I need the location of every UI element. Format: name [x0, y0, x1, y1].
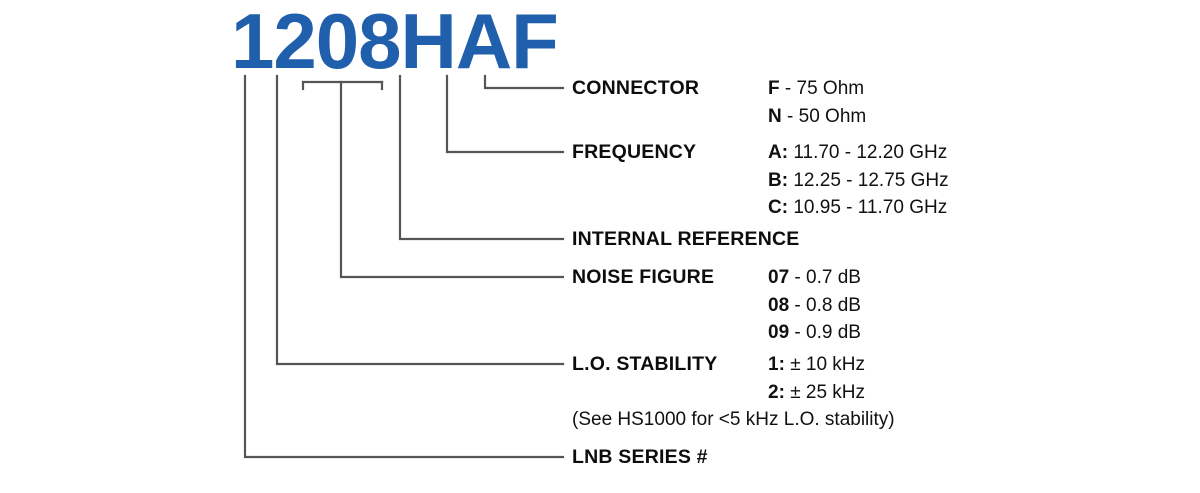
value-text: ± 25 kHz: [790, 381, 866, 403]
value-code: 1:: [768, 354, 785, 375]
value-line: C: 10.95 - 11.70 GHz: [768, 194, 949, 222]
row-label-noise-figure: NOISE FIGURE: [572, 266, 715, 288]
row-values-connector: F - 75 Ohm N - 50 Ohm: [768, 75, 866, 130]
value-text: 50 Ohm: [798, 105, 867, 127]
value-line: 09 - 0.9 dB: [768, 319, 861, 347]
lo-stability-note: (See HS1000 for <5 kHz L.O. stability): [572, 409, 895, 430]
leader-internal-reference: [398, 74, 565, 241]
row-label-internal-reference: INTERNAL REFERENCE: [572, 228, 800, 250]
row-values-frequency: A: 11.70 - 12.20 GHz B: 12.25 - 12.75 GH…: [768, 139, 949, 222]
row-noise-figure: NOISE FIGURE 07 - 0.7 dB 08 - 0.8 dB 09 …: [572, 264, 861, 347]
row-frequency: FREQUENCY A: 11.70 - 12.20 GHz B: 12.25 …: [572, 139, 949, 222]
value-text: 11.70 - 12.20 GHz: [793, 142, 948, 163]
value-line: 08 - 0.8 dB: [768, 292, 861, 320]
value-text: 0.9 dB: [806, 322, 861, 343]
value-separator: -: [781, 105, 799, 127]
row-values-noise-figure: 07 - 0.7 dB 08 - 0.8 dB 09 - 0.9 dB: [768, 264, 861, 347]
row-lo-stability: L.O. STABILITY 1: ± 10 kHz 2: ± 25 kHz: [572, 351, 865, 406]
value-line: 07 - 0.7 dB: [768, 264, 861, 292]
row-values-lo-stability: 1: ± 10 kHz 2: ± 25 kHz: [768, 351, 865, 406]
value-code: 07: [768, 267, 790, 288]
value-text: 10.95 - 11.70 GHz: [793, 197, 948, 218]
row-label-lnb-series: LNB SERIES #: [572, 446, 708, 468]
part-number-text: 1208HAF: [231, 0, 559, 85]
value-line: B: 12.25 - 12.75 GHz: [768, 167, 949, 195]
row-lnb-series: LNB SERIES #: [572, 444, 708, 470]
row-label-frequency: FREQUENCY: [572, 141, 697, 163]
value-code: 08: [768, 294, 790, 316]
value-separator: -: [779, 78, 797, 99]
value-code: N: [768, 105, 782, 127]
value-code: C:: [768, 197, 789, 218]
row-label-lo-stability: L.O. STABILITY: [572, 353, 718, 375]
value-line: N - 50 Ohm: [768, 103, 866, 131]
leader-frequency: [445, 74, 565, 154]
row-connector: CONNECTOR F - 75 Ohm N - 50 Ohm: [572, 75, 866, 130]
value-text: 0.7 dB: [806, 267, 861, 288]
value-code: F: [768, 78, 780, 99]
value-line: A: 11.70 - 12.20 GHz: [768, 139, 949, 167]
leader-noise-figure: [339, 80, 565, 279]
value-text: ± 10 kHz: [790, 354, 866, 375]
value-code: B:: [768, 169, 789, 191]
row-label-connector: CONNECTOR: [572, 77, 700, 99]
value-line: 1: ± 10 kHz: [768, 351, 865, 379]
value-separator: -: [789, 322, 807, 343]
leader-lnb-series: [243, 74, 565, 459]
value-text: 0.8 dB: [806, 294, 861, 316]
value-separator: -: [789, 294, 807, 316]
value-separator: -: [789, 267, 807, 288]
value-code: 2:: [768, 381, 785, 403]
row-internal-reference: INTERNAL REFERENCE: [572, 226, 800, 252]
leader-lo-stability: [275, 74, 565, 366]
value-text: 12.25 - 12.75 GHz: [793, 169, 949, 191]
value-text: 75 Ohm: [796, 78, 865, 99]
value-code: A:: [768, 142, 789, 163]
value-code: 09: [768, 322, 790, 343]
value-line: F - 75 Ohm: [768, 75, 866, 103]
value-line: 2: ± 25 kHz: [768, 379, 865, 407]
